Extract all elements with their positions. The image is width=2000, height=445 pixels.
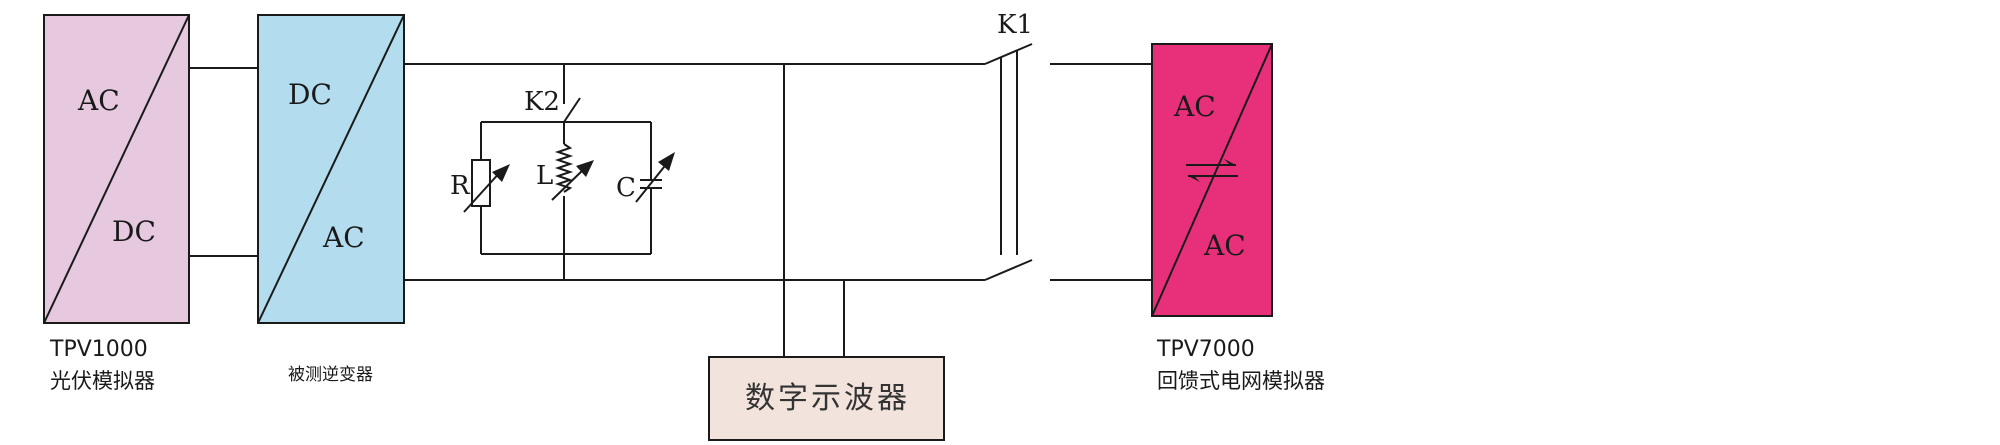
inductor-arrowhead [576, 160, 594, 177]
pv-bottom-label: DC [112, 215, 156, 248]
pv-simulator-model: TPV1000 [49, 337, 148, 362]
k1-blade-top [984, 43, 1033, 65]
inverter-diagonal [257, 14, 405, 324]
grid-simulator-model: TPV7000 [1156, 337, 1255, 362]
oscilloscope-label: 数字示波器 [745, 381, 910, 416]
grid-simulator-diagonal [1151, 43, 1273, 317]
k1-label: K1 [997, 10, 1033, 40]
inverter-name: 被测逆变器 [288, 365, 373, 385]
inverter-top-label: DC [288, 78, 332, 111]
capacitor-adjust-arrow [635, 161, 669, 203]
pv-top-label: AC [77, 84, 120, 117]
resistor-adjust-arrow [463, 169, 503, 213]
k2-switch [563, 97, 581, 123]
inductor-coil [554, 143, 574, 193]
k1-blade-bottom [984, 259, 1033, 281]
pv-simulator-name: 光伏模拟器 [50, 369, 155, 393]
inverter-bottom-label: AC [322, 221, 365, 254]
k1-switch: K1 [984, 10, 1033, 281]
capacitor-arrowhead [658, 152, 675, 171]
k2-label: K2 [524, 87, 560, 117]
inductor-adjust-arrow [551, 167, 586, 201]
grid-top-label: AC [1173, 90, 1216, 123]
resistor-arrowhead [492, 164, 510, 182]
grid-simulator-block: AC AC [1151, 43, 1273, 317]
pv-simulator-diagonal [43, 14, 190, 324]
oscilloscope-box [708, 356, 945, 441]
pv-simulator-block: AC DC [43, 14, 190, 324]
grid-bottom-label: AC [1203, 229, 1246, 262]
inverter-block: DC AC [257, 14, 405, 324]
l-label: L [536, 161, 553, 191]
bidirectional-arrowhead-left [1188, 176, 1200, 182]
r-label: R [450, 171, 471, 201]
rlc-load: K2 R L C [450, 64, 675, 280]
bidirectional-arrowhead-right [1224, 159, 1236, 165]
grid-simulator-name: 回馈式电网模拟器 [1157, 369, 1325, 393]
c-label: C [616, 173, 636, 203]
